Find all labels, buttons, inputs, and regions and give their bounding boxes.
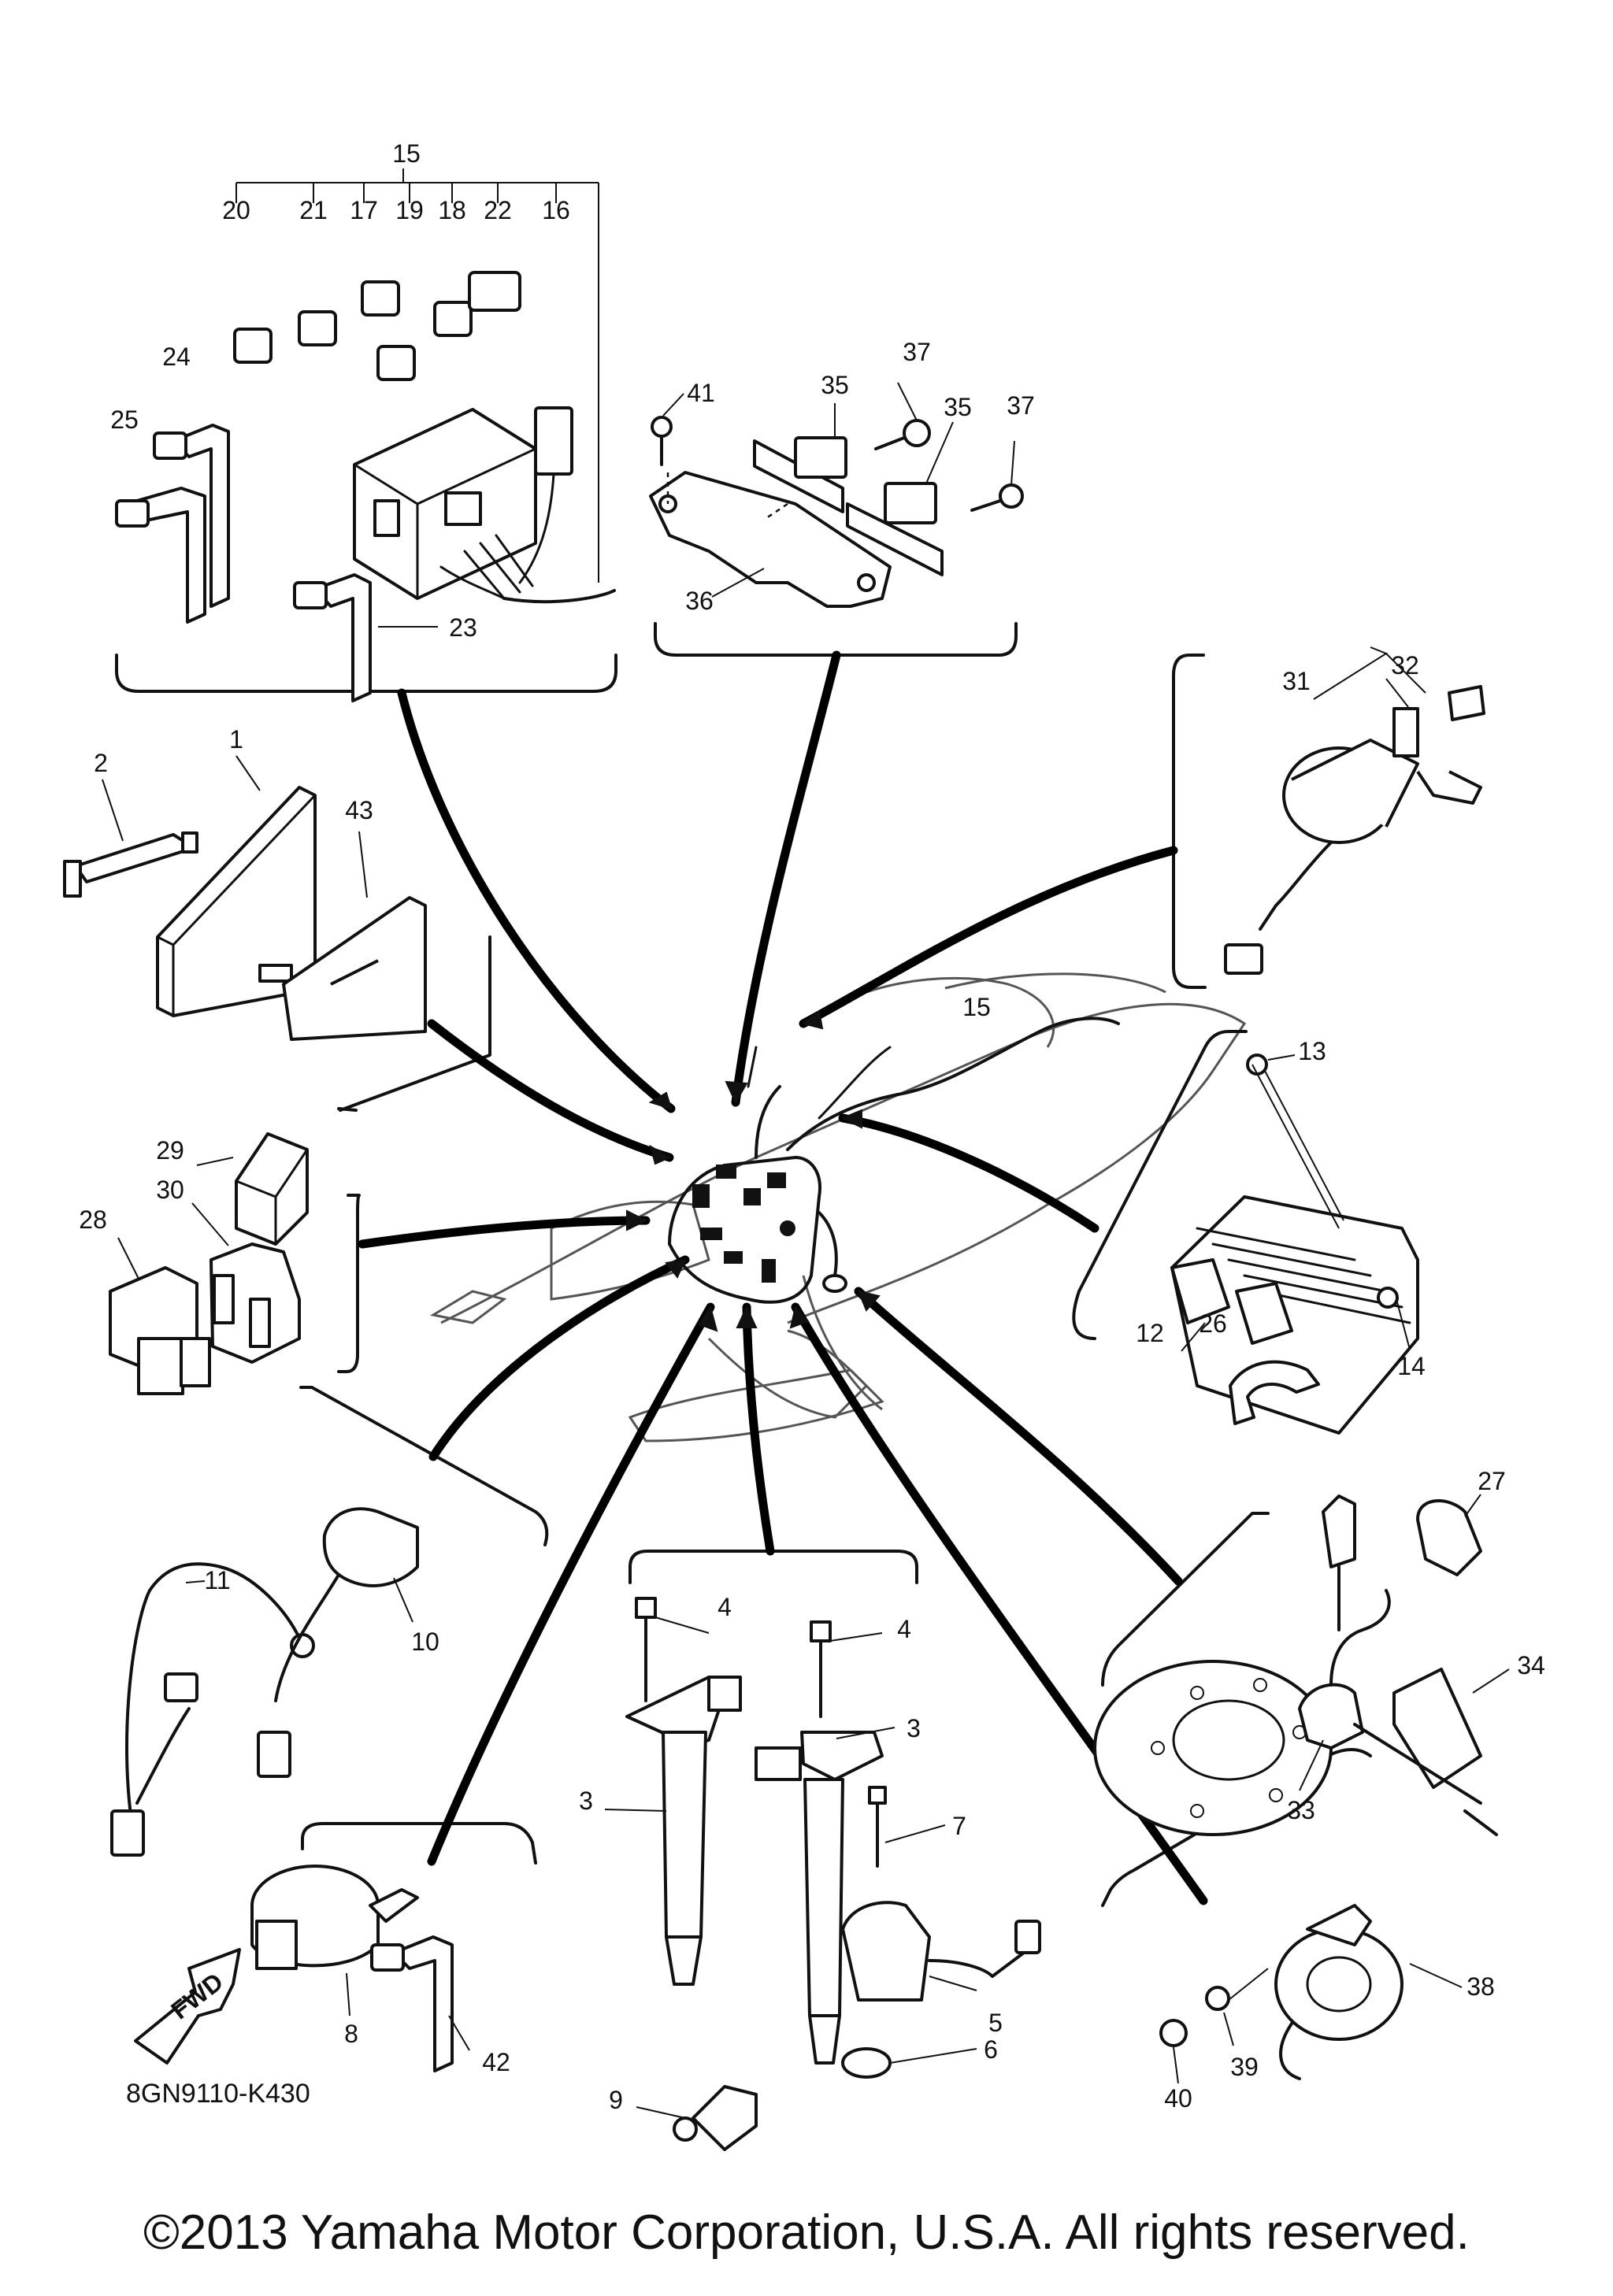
callout-15-harness: 15 [962,993,991,1021]
leader-lines [358,650,1208,1905]
wiring-harness [668,1017,1120,1304]
callout-26: 26 [1199,1309,1227,1338]
callout-35b: 35 [944,393,972,421]
sensor-lead-group [110,1507,419,1857]
rectifier-group [1170,1054,1419,1435]
callout-14: 14 [1397,1352,1426,1380]
callout-7: 7 [952,1812,966,1840]
diagram-code: 8GN9110-K430 [126,2079,310,2109]
relay-group [109,1132,309,1395]
fuse-box-group [115,168,616,702]
callout-15-fuse: 15 [392,139,421,168]
callout-25: 25 [110,406,139,434]
ecu-group [63,755,427,1041]
callout-43: 43 [345,796,373,824]
callout-12: 12 [1136,1319,1164,1347]
pressure-switch-group [250,1865,470,2072]
callout-16: 16 [542,196,570,224]
callout-40: 40 [1164,2084,1192,2113]
relay-bracket-group [649,382,1024,608]
callout-5: 5 [988,2009,1003,2037]
callout-6: 6 [984,2035,998,2064]
callout-9: 9 [609,2086,623,2114]
callout-21: 21 [299,196,328,224]
callout-17: 17 [350,196,378,224]
callout-33: 33 [1287,1796,1315,1824]
callout-29: 29 [156,1136,184,1165]
callout-19: 19 [395,196,424,224]
callout-1: 1 [229,725,243,754]
callout-24: 24 [162,343,191,371]
callout-22: 22 [484,196,512,224]
callout-4a: 4 [718,1593,732,1621]
callout-28: 28 [79,1205,107,1234]
callout-42: 42 [482,2048,510,2076]
copyright-notice: ©2013 Yamaha Motor Corporation, U.S.A. A… [143,2205,1470,2260]
callout-13: 13 [1298,1037,1326,1065]
callout-37a: 37 [903,338,931,366]
callout-23: 23 [449,613,477,642]
callout-3a: 3 [579,1787,593,1815]
callout-2: 2 [94,749,108,777]
callout-34: 34 [1517,1651,1545,1679]
callout-41: 41 [687,379,715,407]
callout-31: 31 [1282,667,1311,695]
callout-27: 27 [1478,1467,1506,1495]
main-switch-group [1224,646,1485,975]
callout-36: 36 [685,587,714,615]
leader-arrowheads [626,1009,881,1332]
pickup-sensor-group [1093,1494,1510,1836]
callout-18: 18 [438,196,466,224]
ignition-coil-group [604,1597,1041,2151]
callout-38: 38 [1467,1972,1495,2001]
callout-20: 20 [222,196,250,224]
callout-3b: 3 [907,1714,921,1742]
callout-11: 11 [204,1566,230,1594]
callout-30: 30 [156,1176,184,1204]
callout-8: 8 [344,2020,358,2048]
callout-10: 10 [411,1628,439,1656]
callout-4b: 4 [897,1615,911,1643]
callout-35a: 35 [821,371,849,399]
horn-group [1159,1904,1463,2084]
forward-arrow: FWD [134,1948,241,2065]
callout-37b: 37 [1007,391,1035,420]
callout-32: 32 [1391,651,1419,680]
callout-39: 39 [1230,2053,1259,2081]
callout-labels: 1 2 3 3 4 4 5 6 7 8 9 10 11 12 13 14 15 … [79,139,1545,2114]
